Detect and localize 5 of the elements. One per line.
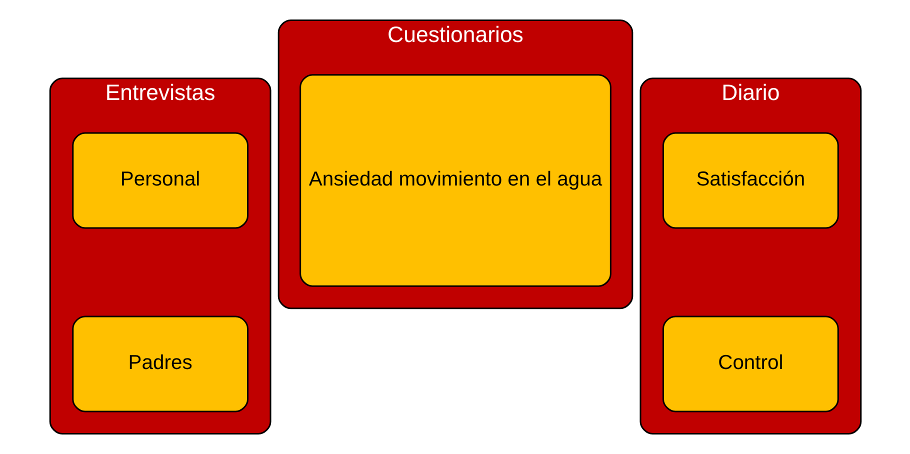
node-box: Satisfacción (662, 132, 838, 229)
node-box: Padres (72, 316, 248, 412)
node-box: Ansiedad movimiento en el agua (299, 74, 611, 287)
node-box: Control (662, 316, 838, 412)
node-box: Personal (72, 132, 248, 229)
